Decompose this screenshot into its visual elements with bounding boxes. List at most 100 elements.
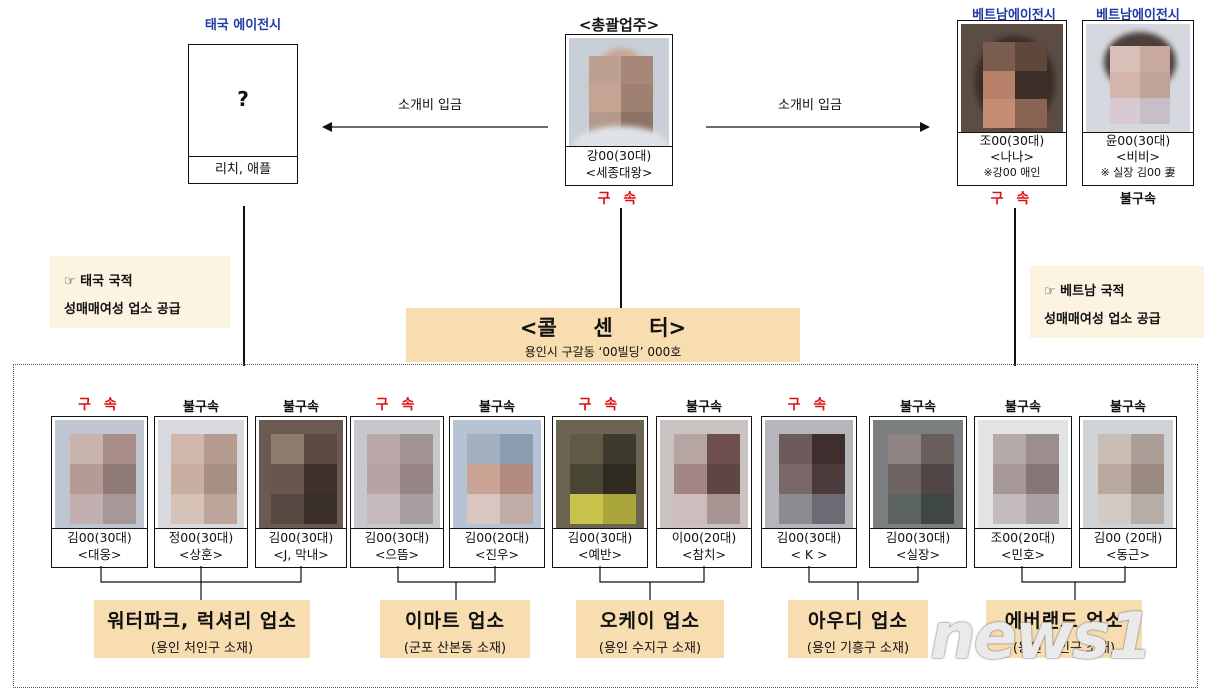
member-alias: < K > <box>790 547 828 562</box>
viet-note-line1: ☞ 베트남 국적 <box>1044 284 1125 299</box>
fee-left-label: 소개비 입금 <box>398 98 462 113</box>
member-alias: <으뜸> <box>375 547 419 562</box>
member-name: 이00(20대) <box>671 530 737 545</box>
member-photo <box>453 420 541 528</box>
shop-location: (용인 처인구 소재) <box>150 641 254 656</box>
viet-note-box: ☞ 베트남 국적 성매매여성 업소 공급 <box>1030 266 1204 338</box>
viet-agency-2-name: 윤00(30대) <box>1105 133 1171 148</box>
member-name: 김00(30대) <box>364 530 430 545</box>
member-status: 구 속 <box>787 397 831 413</box>
unknown-mark: ? <box>237 87 249 111</box>
boss-connector-line <box>620 208 622 308</box>
shop-audi: 아우디 업소 (용인 기흥구 소재) <box>788 600 928 658</box>
member-status: 불구속 <box>900 400 936 415</box>
viet-connector-line <box>1014 208 1016 366</box>
viet-agency-2-note: ※ 실장 김00 妻 <box>1100 166 1176 179</box>
arrow-right <box>706 122 930 132</box>
member-alias: <민호> <box>1001 547 1045 562</box>
member-name: 조00(20대) <box>990 530 1056 545</box>
arrow-left <box>322 122 548 132</box>
member-status: 불구속 <box>1005 400 1041 415</box>
member-photo <box>354 420 440 528</box>
member-photo <box>873 420 963 528</box>
member-name: 김00(30대) <box>567 530 633 545</box>
member-status: 구 속 <box>578 397 622 413</box>
member-photo <box>259 420 343 528</box>
viet-agency-2-alias: <비비> <box>1116 149 1160 164</box>
member-alias: <예반> <box>578 547 622 562</box>
member-card: 김00(30대) <으뜸> <box>350 416 444 568</box>
member-alias: <진우> <box>475 547 519 562</box>
shop-name: 에버랜드 업소 <box>1004 610 1124 632</box>
viet-agency-2-status: 불구속 <box>1120 192 1156 207</box>
member-name: 김00 (20대) <box>1093 530 1163 545</box>
member-alias: <참치> <box>682 547 726 562</box>
shop-okay: 오케이 업소 (용인 수지구 소재) <box>576 600 724 658</box>
member-name: 김00(30대) <box>67 530 132 545</box>
fee-right-label: 소개비 입금 <box>778 98 842 113</box>
member-card: 김00(30대)<대웅> <box>51 416 148 568</box>
member-card: 김00(30대) < K > <box>761 416 857 568</box>
thai-note-box: ☞ 태국 국적 성매매여성 업소 공급 <box>50 256 230 328</box>
shop-name: 워터파크, 럭셔리 업소 <box>107 610 297 632</box>
shop-everland: 에버랜드 업소 (용인 처인구 소재) <box>986 600 1142 658</box>
member-card: 김00(30대) <J, 막내> <box>255 416 347 568</box>
shop-location: (용인 처인구 소재) <box>1012 641 1116 656</box>
viet-agency-1-note: ※강00 애인 <box>983 166 1041 179</box>
viet-agency-1-alias: <나나> <box>990 149 1034 164</box>
member-status: 불구속 <box>283 400 319 415</box>
call-center-title: <콜 센 터> <box>519 316 687 340</box>
member-status: 불구속 <box>183 400 219 415</box>
thai-note-line1: ☞ 태국 국적 <box>64 274 133 289</box>
member-card: 정00(30대)<상훈> <box>154 416 248 568</box>
member-photo <box>978 420 1068 528</box>
boss-name: 강00(30대) <box>586 148 652 163</box>
boss-card: 강00(30대) <세종대왕> <box>565 34 673 186</box>
member-photo <box>660 420 748 528</box>
viet-agency-1-status: 구 속 <box>990 191 1034 207</box>
member-photo <box>765 420 853 528</box>
viet-agency-1-card: 조00(30대) <나나> ※강00 애인 <box>957 20 1067 186</box>
member-card: 김00(30대) <실장> <box>869 416 967 568</box>
shop-location: (용인 수지구 소재) <box>598 641 702 656</box>
thai-connector-line <box>243 206 245 366</box>
member-photo <box>556 420 644 528</box>
thai-agency-label: 태국 에이전시 <box>204 18 282 33</box>
member-status: 구 속 <box>78 397 121 413</box>
member-status: 불구속 <box>479 400 515 415</box>
shop-location: (용인 기흥구 소재) <box>806 641 910 656</box>
member-card: 김00(20대)<진우> <box>449 416 545 568</box>
boss-status: 구 속 <box>597 191 641 207</box>
member-photo <box>158 420 244 528</box>
member-card: 김00(30대) <예반> <box>552 416 648 568</box>
shop-location: (군포 산본동 소재) <box>403 641 507 656</box>
boss-alias: <세종대왕> <box>585 165 653 180</box>
shop-waterpark: 워터파크, 럭셔리 업소 (용인 처인구 소재) <box>94 600 310 658</box>
member-name: 김00(30대) <box>776 530 842 545</box>
news1-watermark: news1 <box>930 600 1153 674</box>
member-status: 구 속 <box>375 397 419 413</box>
shop-name: 아우디 업소 <box>807 610 908 632</box>
member-alias: <동근> <box>1106 547 1150 562</box>
call-center-box: <콜 센 터> 용인시 구갈동 ‘00빌딩’ 000호 <box>406 308 800 362</box>
viet-agency-2-label: 베트남에이전시 <box>1096 8 1180 23</box>
thai-agency-names: 리치, 애플 <box>189 156 297 183</box>
shop-name: 오케이 업소 <box>599 610 700 632</box>
member-card: 조00(20대) <민호> <box>974 416 1072 568</box>
member-card: 이00(20대) <참치> <box>656 416 752 568</box>
member-alias: <실장> <box>896 547 940 562</box>
member-name: 정00(30대) <box>168 530 234 545</box>
member-photo <box>1083 420 1173 528</box>
member-card: 김00 (20대) <동근> <box>1079 416 1177 568</box>
boss-label: <총괄업주> <box>578 16 660 34</box>
shop-emart: 이마트 업소 (군포 산본동 소재) <box>380 600 530 658</box>
member-photo <box>55 420 144 528</box>
viet-agency-1-name: 조00(30대) <box>979 133 1045 148</box>
member-status: 불구속 <box>686 400 722 415</box>
thai-agency-card: ? 리치, 애플 <box>188 44 298 184</box>
member-name: 김00(30대) <box>268 530 334 545</box>
member-alias: <J, 막내> <box>273 547 329 562</box>
member-name: 김00(30대) <box>885 530 951 545</box>
shop-name: 이마트 업소 <box>404 610 505 632</box>
viet-agency-2-card: 윤00(30대) <비비> ※ 실장 김00 妻 <box>1082 20 1194 186</box>
